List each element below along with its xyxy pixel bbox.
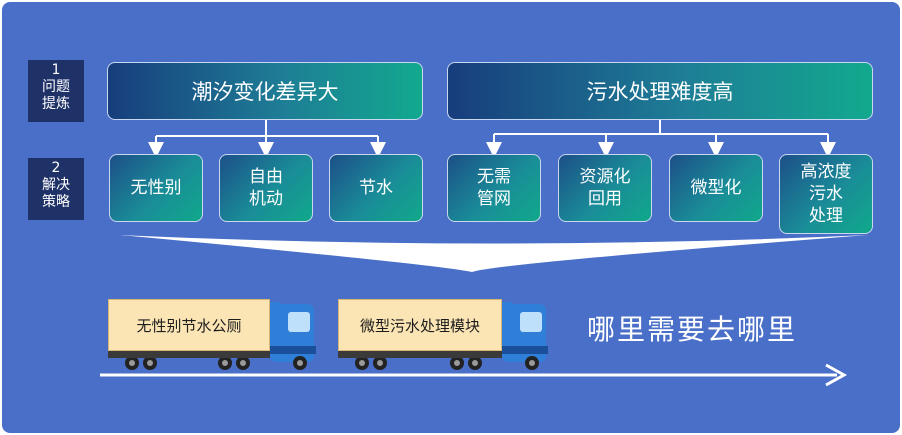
side-label-line: 解决 [42,177,70,193]
truck-1-cab [108,302,316,370]
truck-2-cab [338,302,548,370]
strategy-box: 高浓度污水处理 [779,154,873,234]
truck-label: 无性别节水公厕 [136,316,242,335]
strategy-line: 无性别 [130,178,182,198]
problem-label: 潮汐变化差异大 [191,80,339,104]
strategy-line: 无需 [477,167,511,187]
side-label-problem: 1 问题 提炼 [28,60,84,122]
strategy-box: 无性别 [109,154,203,222]
funnel-shape [120,235,868,272]
strategy-box: 无需管网 [447,154,541,222]
side-label-line: 策略 [42,194,70,210]
strategy-box: 节水 [329,154,423,222]
side-label-number: 1 [51,62,61,78]
problem-label: 污水处理难度高 [586,80,734,104]
truck-cargo-sewage: 微型污水处理模块 [338,299,502,351]
slogan: 哪里需要去哪里 [587,313,798,346]
truck-cargo-toilet: 无性别节水公厕 [108,299,270,351]
road-arrow-head [825,363,848,387]
strategy-line: 资源化 [579,167,631,187]
strategy-line: 高浓度 [800,162,852,182]
side-label-line: 问题 [42,79,70,95]
strategy-line: 节水 [359,178,393,198]
strategy-box: 资源化回用 [558,154,652,222]
strategy-line: 微型化 [690,178,742,198]
side-label-strategy: 2 解决 策略 [28,158,84,220]
side-label-number: 2 [51,160,61,176]
strategy-line: 自由 [249,167,283,187]
problem-box-tidal: 潮汐变化差异大 [107,62,423,120]
strategy-line: 机动 [249,189,283,209]
strategy-line: 管网 [477,189,511,209]
strategy-line: 回用 [588,189,622,209]
strategy-line: 处理 [809,206,843,226]
strategy-box: 自由机动 [219,154,313,222]
truck-label: 微型污水处理模块 [359,316,480,335]
strategy-box: 微型化 [669,154,763,222]
side-label-line: 提炼 [42,96,70,112]
problem-box-sewage: 污水处理难度高 [447,62,873,120]
strategy-line: 污水 [809,184,843,204]
